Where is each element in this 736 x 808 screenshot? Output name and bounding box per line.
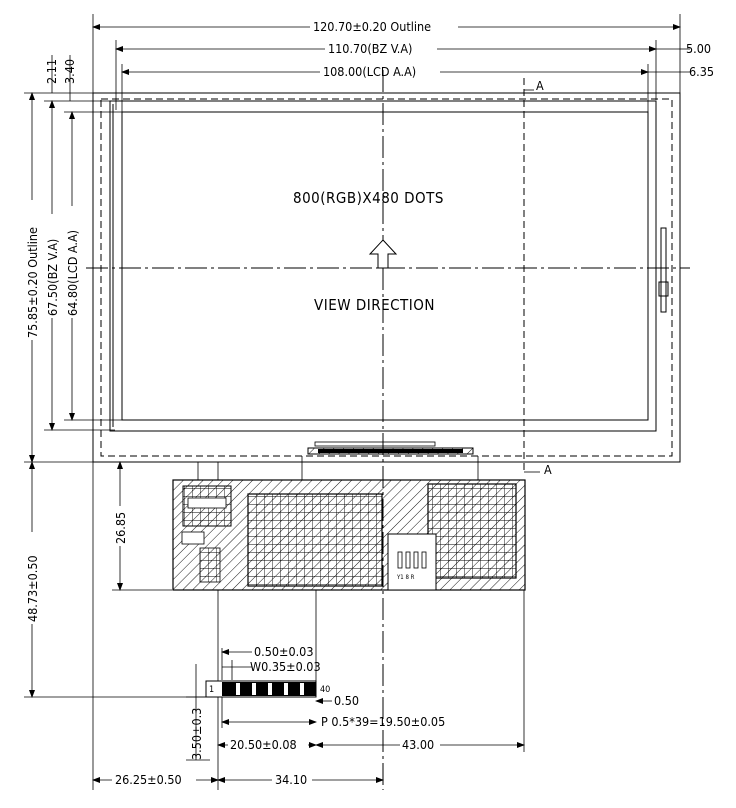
- right-offset-2-label: 6.35: [689, 64, 714, 79]
- view-direction-label: VIEW DIRECTION: [314, 296, 435, 314]
- outline-height-label: 75.85±0.20 Outline: [25, 227, 40, 338]
- lcd-aa-height-label: 64.80(LCD A.A): [65, 230, 80, 316]
- end-gap-label: 0.50: [334, 693, 359, 708]
- component-label: Y1 8 R: [396, 574, 415, 581]
- pin-pitch-label: 0.50±0.03: [254, 644, 314, 659]
- fpc-right-grid: [427, 483, 517, 579]
- fpc-center-grid: [247, 493, 383, 587]
- center-offset-label: 34.10: [275, 772, 307, 787]
- lcd-active-area: [121, 111, 649, 421]
- top-dimensions: 120.70±0.20 Outline 110.70(BZ V.A) 108.0…: [92, 14, 714, 120]
- fpc-height-label: 26.85: [113, 512, 128, 544]
- bezel-view-area: [100, 98, 673, 457]
- bezel-inner: [109, 100, 657, 432]
- top-offset-1-label: 2.11: [44, 59, 59, 84]
- fpc-cable: Y1 8 R: [172, 456, 526, 697]
- outline-width-label: 120.70±0.20 Outline: [313, 19, 431, 34]
- section-a-top-label: A: [536, 78, 544, 93]
- bz-va-height-label: 67.50(BZ V.A): [45, 239, 60, 316]
- tail-height-label: 3.50±0.3: [189, 708, 204, 760]
- pin-first-label: 1: [209, 685, 214, 695]
- total-height-label: 48.73±0.50: [25, 555, 40, 622]
- module-outline: [92, 92, 681, 463]
- left-dimensions: 2.11 3.40 75.85±0.20 Outline 67.50(BZ V.…: [24, 55, 206, 698]
- view-direction-arrow-icon: [368, 239, 398, 269]
- section-a-bottom-label: A: [544, 462, 552, 477]
- pin-width-label: W0.35±0.03: [250, 659, 321, 674]
- pin-last-label: 40: [320, 685, 330, 695]
- resolution-label: 800(RGB)X480 DOTS: [293, 189, 444, 207]
- top-offset-2-label: 3.40: [62, 59, 77, 84]
- fpc-component: [387, 533, 437, 591]
- lcd-module: A 800(RGB)X480 DOTS VIEW DIRECTION: [86, 70, 690, 790]
- connector-detail: 1 40 0.50±0.03 W0.35±0.03 0.50 P 0.5*39=…: [92, 462, 525, 790]
- lcd-aa-width-label: 108.00(LCD A.A): [323, 64, 416, 79]
- bz-va-width-label: 110.70(BZ V.A): [328, 41, 412, 56]
- right-offset-1-label: 5.00: [686, 41, 711, 56]
- pitch-total-label: P 0.5*39=19.50±0.05: [321, 714, 445, 729]
- fpc-right-label: 43.00: [402, 737, 434, 752]
- left-offset-label: 26.25±0.50: [115, 772, 182, 787]
- fpc-offset-label: 20.50±0.08: [230, 737, 297, 752]
